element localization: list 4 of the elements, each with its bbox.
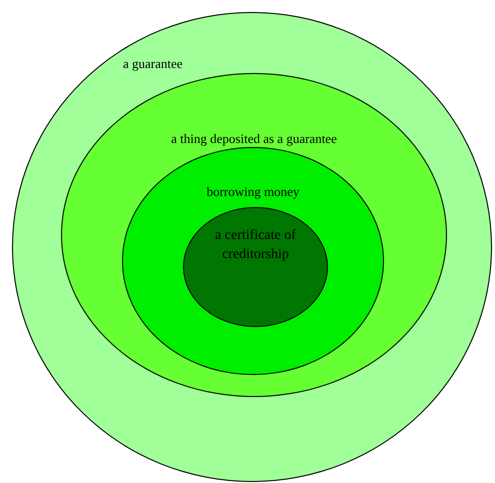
- ellipse-label: a certificate of creditorship: [214, 227, 297, 264]
- ellipse-label: a thing deposited as a guarantee: [171, 131, 337, 147]
- ellipse-label: borrowing money: [206, 184, 300, 200]
- ellipse-label: a guarantee: [123, 56, 183, 72]
